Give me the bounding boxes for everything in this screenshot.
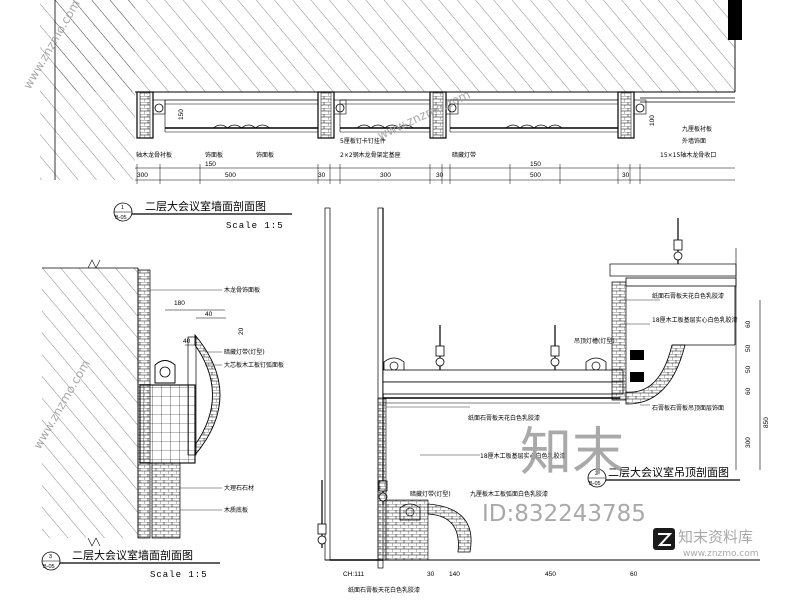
watermark-site-name: 知末资料库: [678, 528, 753, 546]
ceiling-tag-ref: B-05: [589, 481, 601, 487]
left-tag-number: 3: [49, 554, 52, 560]
ceiling-side-block: [611, 281, 627, 401]
top-dim-30a: 30: [318, 172, 326, 179]
ceiling-lower-curve: [427, 503, 472, 553]
left-dim-180: 180: [174, 300, 185, 307]
ceiling-note-7: 暗藏灯带(灯型): [410, 490, 451, 498]
watermark-id: ID:832243785: [482, 501, 646, 527]
ceiling-dim-450: 450: [545, 571, 556, 578]
top-column-1: [136, 91, 166, 139]
top-dim-150a: 150: [205, 161, 216, 168]
watermark-logo: 知末: [520, 423, 624, 483]
left-note-3: 大芯板木工板钉弧面板: [224, 361, 284, 369]
ceiling-note-8: 九厘板木工板弧面白色乳胶漆: [470, 490, 548, 498]
top-tag-number: 1: [121, 205, 124, 211]
top-tag-ref: B-05: [115, 215, 127, 221]
hanger-3: [673, 218, 683, 264]
top-note-5: 2×2钢木龙骨架定基座: [340, 151, 401, 159]
ceiling-title-tag: 2 B-05 二层大会议室吊顶剖面图: [587, 465, 740, 488]
ceiling-dim-60b: 60: [745, 387, 752, 395]
left-dim-40b: 40: [183, 338, 191, 345]
top-dim-150v: 150: [178, 109, 185, 120]
top-column-2: [317, 91, 347, 139]
left-title-tag: 3 B-05 二层大会议室墙面剖面图 Scale 1:5: [41, 548, 220, 580]
top-dim-30b: 30: [436, 172, 444, 179]
ceiling-note-1: 纸面石膏板天花白色乳胶漆: [652, 292, 724, 300]
top-dim-500a: 500: [225, 172, 236, 179]
top-left-hatch: [40, 0, 135, 180]
top-note-4: 5厘板钉卡钉挂件: [340, 137, 386, 145]
left-note-5: 木质底板: [224, 506, 248, 514]
top-note-8: 外墙饰面: [682, 137, 706, 145]
hanger-left: [317, 480, 327, 548]
top-note-6: 暗藏灯带: [452, 151, 476, 159]
top-title: 二层大会议室墙面剖面图: [145, 199, 266, 213]
hanger-2: [550, 325, 560, 370]
top-frame-3: [449, 99, 619, 133]
ceiling-tag-number: 2: [595, 471, 598, 477]
top-dim-300a: 300: [137, 172, 148, 179]
top-dim-150b: 150: [530, 161, 541, 168]
top-dim-100v: 100: [649, 115, 656, 126]
watermark-site-url: www.znzmo.com: [683, 549, 758, 559]
top-frame-2: [339, 99, 431, 133]
ceiling-dim-ch: CH:111: [343, 571, 364, 578]
ceiling-dim-50b: 50: [745, 365, 752, 373]
top-dim-30c: 30: [622, 172, 630, 179]
top-note-9: 15×15轴木龙骨收口: [660, 151, 716, 159]
ceiling-note-3: 吊顶灯槽(灯型): [574, 337, 615, 345]
ceiling-dim-850: 850: [763, 417, 770, 428]
watermark-diagonal-2: www.znzmo.com: [375, 88, 472, 143]
ceiling-title: 二层大会议室吊顶剖面图: [608, 465, 729, 479]
ceiling-note-4: 石膏板石膏板吊顶面层饰面: [652, 404, 724, 412]
ceiling-note-2: 18厘木工板基层实心白色乳胶漆: [652, 316, 738, 324]
top-column-4: [617, 91, 647, 139]
top-note-3: 饰面板: [256, 151, 274, 159]
ceiling-dim-50: 50: [745, 344, 752, 352]
top-wall-panels: [136, 91, 647, 184]
top-concrete-wall: [55, 0, 735, 92]
top-frame-1: [164, 99, 319, 133]
ceiling-dim-140: 140: [449, 571, 460, 578]
left-curved-panel: [194, 333, 221, 457]
ceiling-dim-30: 30: [427, 571, 435, 578]
ceiling-section: 60 50 50 60 300 850 CH:111 30 140 450 60…: [317, 207, 770, 594]
left-note-4: 大理石石材: [224, 484, 254, 492]
ceiling-note-6: 18厘木工板基层实心白色乳胶漆: [480, 452, 566, 460]
left-title: 二层大会议室墙面剖面图: [72, 548, 193, 562]
left-note-2: 暗藏灯带(灯型): [224, 348, 265, 356]
top-note-2: 饰面板: [205, 151, 223, 159]
left-scale: Scale 1:5: [150, 570, 208, 580]
left-dim-40: 40: [205, 311, 213, 318]
left-tag-ref: B-05: [43, 564, 55, 570]
left-grid-block: [139, 384, 196, 464]
ceiling-dim-300: 300: [745, 437, 752, 448]
ceiling-dim-60: 60: [745, 320, 752, 328]
top-title-tag: 1 B-05 二层大会议室墙面剖面图 Scale 1:5: [113, 199, 292, 231]
left-note-1: 木龙骨饰面板: [224, 286, 260, 294]
top-scale: Scale 1:5: [226, 221, 284, 231]
top-wall-section: 300 150 500 30 300 30 150 500 30 150 100…: [40, 0, 742, 231]
hanger-1: [435, 325, 445, 370]
top-dim-500b: 500: [530, 172, 541, 179]
ceiling-note-9: 纸面石膏板天花白色乳胶漆: [348, 586, 420, 594]
ceiling-note-5: 纸面石膏板天花白色乳胶漆: [468, 414, 540, 422]
top-note-1: 轴木龙骨衬板: [136, 151, 172, 159]
top-dim-300b: 300: [380, 172, 391, 179]
ceiling-dim-60c: 60: [630, 571, 638, 578]
left-concrete-wall: [42, 268, 138, 538]
site-logo-mark: [653, 528, 675, 550]
top-note-7: 九厘板衬板: [682, 125, 712, 133]
left-wall-section: 180 40 20 40 木龙骨饰面板 暗藏灯带(灯型) 大芯板木工板钉弧面板 …: [41, 259, 284, 580]
left-dim-20: 20: [238, 327, 245, 335]
